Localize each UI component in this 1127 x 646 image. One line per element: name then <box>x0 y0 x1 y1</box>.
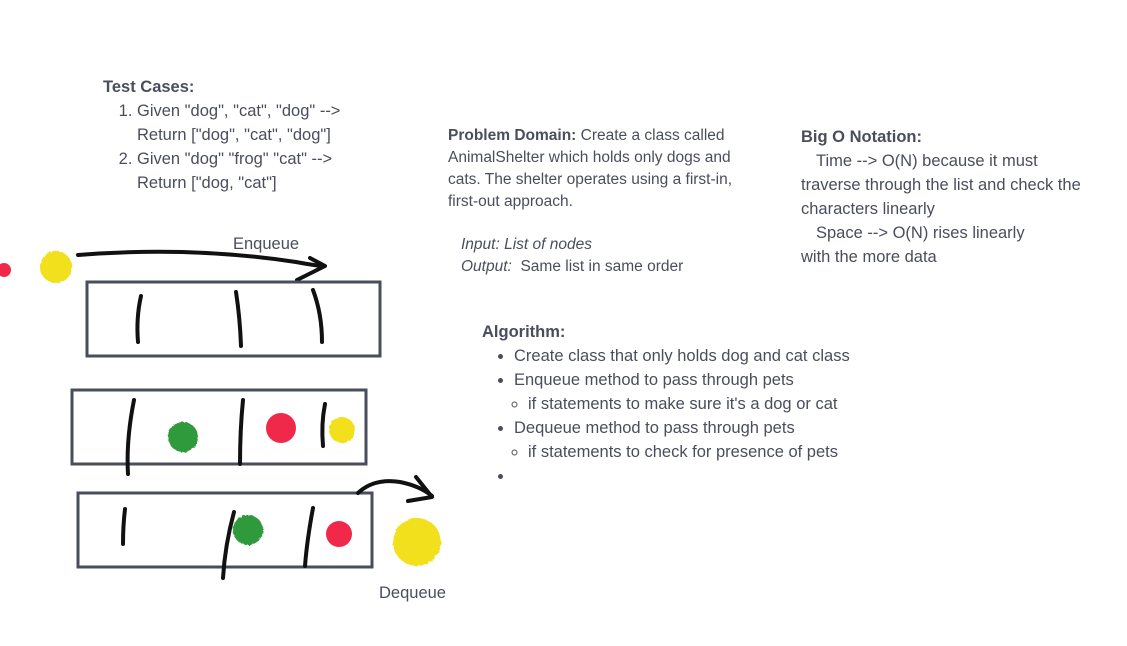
algorithm-item: Create class that only holds dog and cat… <box>514 344 942 368</box>
algorithm-section: Algorithm: Create class that only holds … <box>482 320 942 488</box>
test-case-item: Given "dog", "cat", "dog" --> Return ["d… <box>137 99 403 147</box>
test-case-item: Given "dog" "frog" "cat" --> Return ["do… <box>137 147 403 195</box>
input-label: Input: <box>461 236 500 253</box>
input-value: List of nodes <box>499 236 592 253</box>
output-value: Same list in same order <box>511 258 684 275</box>
divider <box>238 398 245 466</box>
big-o-space: Space --> O(N) rises linearly <box>816 224 1025 242</box>
big-o-title: Big O Notation: <box>801 128 922 146</box>
algorithm-item-text: Create class that only holds dog and cat… <box>514 347 850 365</box>
dequeue-arrow <box>356 479 434 498</box>
divider <box>320 402 327 448</box>
test-cases-title: Test Cases: <box>103 78 195 96</box>
algorithm-item-text: Dequeue method to pass through pets <box>514 419 795 437</box>
algorithm-item-text: Enqueue method to pass through pets <box>514 371 794 389</box>
test-case-text: Given "dog" "frog" "cat" --> Return ["do… <box>137 150 333 192</box>
divider <box>311 288 324 344</box>
divider <box>125 398 136 476</box>
yellow-dot <box>329 417 355 443</box>
problem-domain-text: Create a class called AnimalShelter whic… <box>448 127 733 210</box>
algorithm-subitem: if statements to make sure it's a dog or… <box>528 392 942 416</box>
enqueue-label: Enqueue <box>233 235 300 253</box>
enqueue-arrow <box>76 249 324 268</box>
yellow-dot-dequeued <box>393 518 441 566</box>
input-output-section: Input: List of nodes Output: Same list i… <box>461 234 761 278</box>
big-o-time-cont: traverse through the list and check the … <box>801 176 1081 218</box>
enqueue-arrowhead <box>295 256 327 282</box>
test-cases-list: Given "dog", "cat", "dog" --> Return ["d… <box>103 99 403 195</box>
algorithm-subitem: if statements to check for presence of p… <box>528 440 942 464</box>
algorithm-item: Enqueue method to pass through pets if s… <box>514 368 942 416</box>
yellow-dot-incoming <box>40 251 72 283</box>
divider <box>221 510 236 580</box>
queue-box-2 <box>70 388 368 466</box>
green-dot <box>233 515 263 545</box>
algorithm-subitem-text: if statements to check for presence of p… <box>528 443 838 461</box>
algorithm-list: Create class that only holds dog and cat… <box>482 344 942 488</box>
red-dot <box>326 521 352 547</box>
algorithm-subitem-text: if statements to make sure it's a dog or… <box>528 395 838 413</box>
big-o-section: Big O Notation: Time --> O(N) because it… <box>801 125 1086 269</box>
divider <box>303 506 315 568</box>
output-line: Output: Same list in same order <box>461 256 761 278</box>
problem-domain-label: Problem Domain: <box>448 127 577 144</box>
test-cases-section: Test Cases: Given "dog", "cat", "dog" --… <box>103 75 403 195</box>
divider <box>135 294 143 344</box>
big-o-space-cont: with the more data <box>801 248 937 266</box>
dequeue-label: Dequeue <box>379 584 446 602</box>
input-line: Input: List of nodes <box>461 234 761 256</box>
red-dot <box>266 413 296 443</box>
big-o-time: Time --> O(N) because it must <box>816 152 1038 170</box>
queue-box-1 <box>85 280 382 358</box>
algorithm-item: Dequeue method to pass through pets if s… <box>514 416 942 464</box>
green-dot <box>168 422 198 452</box>
algorithm-title: Algorithm: <box>482 323 566 341</box>
divider <box>234 290 243 348</box>
problem-domain-section: Problem Domain: Create a class called An… <box>448 125 758 213</box>
dequeue-arrowhead <box>406 475 434 503</box>
test-case-text: Given "dog", "cat", "dog" --> Return ["d… <box>137 102 341 144</box>
red-dot-edge <box>0 263 11 277</box>
output-label: Output: <box>461 258 512 275</box>
divider <box>121 507 127 546</box>
